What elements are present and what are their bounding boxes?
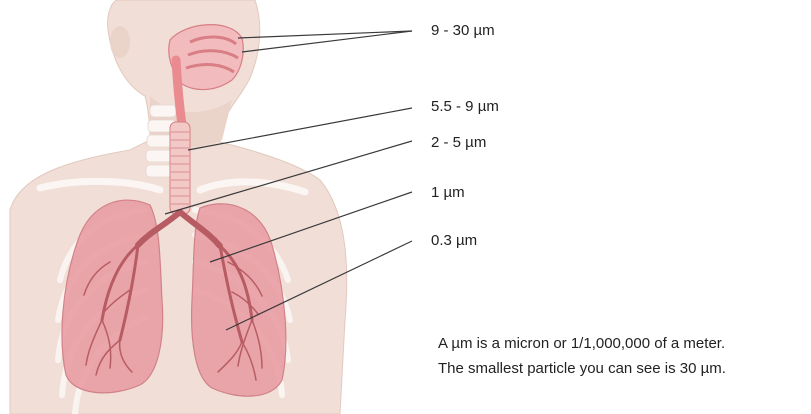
label-trachea: 5.5 - 9 µm [431, 99, 499, 114]
label-nose: 9 - 30 µm [431, 23, 495, 38]
pharynx [176, 60, 182, 125]
note-smallest-visible: The smallest particle you can see is 30 … [438, 361, 726, 376]
ear [110, 26, 130, 58]
label-bronchi: 2 - 5 µm [431, 135, 486, 150]
trachea [170, 122, 190, 214]
label-alveoli: 0.3 µm [431, 233, 477, 248]
note-micron-definition: A µm is a micron or 1/1,000,000 of a met… [438, 336, 725, 351]
label-bronchioles: 1 µm [431, 185, 465, 200]
